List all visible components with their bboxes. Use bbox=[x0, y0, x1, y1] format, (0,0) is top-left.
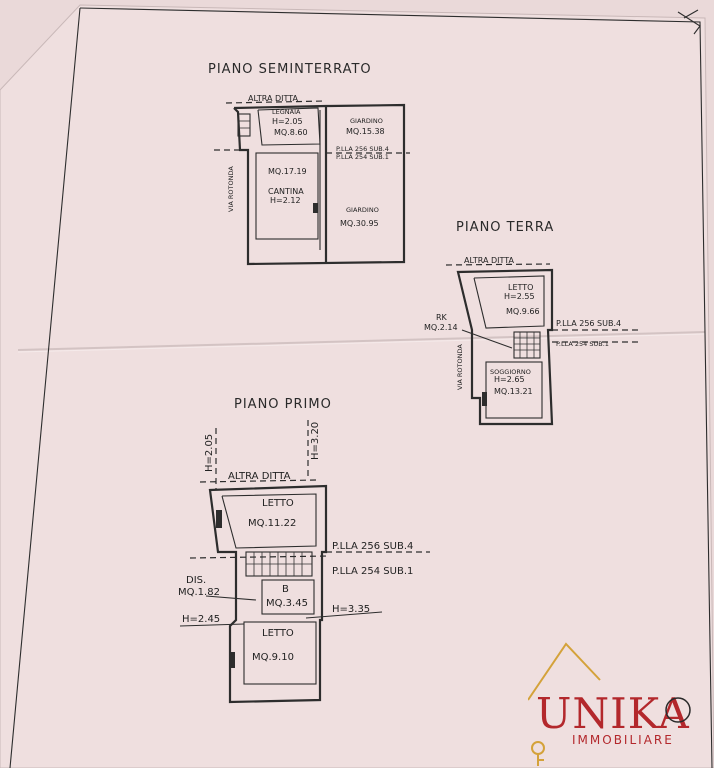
giardino-bottom-label: GIARDINO bbox=[346, 206, 379, 214]
first-letto-1-label: LETTO bbox=[262, 498, 294, 509]
logo-key-icon bbox=[531, 741, 545, 766]
legnaia-area: MQ.8.60 bbox=[274, 128, 308, 137]
stairs bbox=[513, 331, 541, 359]
rk-area: MQ.2.14 bbox=[424, 323, 458, 332]
paper-sheet bbox=[0, 4, 714, 768]
bathroom-label: B bbox=[282, 584, 289, 595]
logo-compass-icon bbox=[665, 697, 691, 723]
giardino-bottom-area: MQ.30.95 bbox=[340, 219, 379, 228]
ground-door-marker bbox=[482, 392, 487, 406]
legnaia-height: H=2.05 bbox=[272, 117, 303, 126]
dis-label: DIS. bbox=[186, 575, 206, 586]
ground-outline bbox=[456, 268, 554, 426]
cantina-label: CANTINA bbox=[268, 187, 304, 196]
first-title: PIANO PRIMO bbox=[234, 397, 332, 412]
first-h-left-top: H=2.05 bbox=[204, 434, 215, 472]
giardino-top-label: GIARDINO bbox=[350, 117, 383, 125]
basement-altra-ditta: ALTRA DITTA bbox=[248, 94, 298, 103]
first-plla-254: P.LLA 254 SUB.1 bbox=[332, 566, 413, 577]
soggiorno-label: SOGGIORNO bbox=[490, 368, 531, 376]
bathroom-room bbox=[261, 579, 315, 615]
logo-name: UNIKA bbox=[536, 689, 690, 738]
basement-plla-254: P.LLA 254 SUB.1 bbox=[336, 153, 389, 161]
legnaia-label: LEGNAIA bbox=[272, 108, 301, 116]
first-letto-1-area: MQ.11.22 bbox=[248, 518, 296, 529]
cantina-room bbox=[255, 152, 319, 240]
bathroom-area: MQ.3.45 bbox=[266, 598, 308, 609]
logo-roof-icon bbox=[528, 642, 601, 701]
ground-title: PIANO TERRA bbox=[456, 220, 554, 235]
ground-letto-label: LETTO bbox=[508, 283, 533, 292]
sheet-frame bbox=[79, 7, 713, 768]
first-window-marker-2 bbox=[230, 652, 235, 668]
soggiorno-room bbox=[485, 361, 543, 419]
basement-street-label: VIA ROTONDA bbox=[227, 166, 235, 212]
cantina-height: H=2.12 bbox=[270, 196, 301, 205]
ground-plan: PIANO TERRA ALTRA DITTA LETTO H=2.55 MQ.… bbox=[424, 220, 640, 426]
first-letto-2-label: LETTO bbox=[262, 628, 294, 639]
logo-subtitle: IMMOBILIARE bbox=[572, 733, 674, 747]
paper-fold bbox=[17, 331, 706, 351]
ground-street-label: VIA ROTONDA bbox=[456, 344, 464, 390]
dis-area: MQ.1.82 bbox=[178, 587, 220, 598]
first-letto-1-room bbox=[221, 493, 317, 549]
ground-plla-256: P.LLA 256 SUB.4 bbox=[556, 319, 621, 328]
ground-letto-area: MQ.9.66 bbox=[506, 307, 540, 316]
first-window-marker bbox=[216, 510, 222, 528]
ground-letto-room bbox=[473, 275, 545, 329]
ground-plla-254: P.LLA 254 SUB.1 bbox=[556, 340, 609, 348]
first-floor-plan: PIANO PRIMO H=2.05 H=3.20 ALTRA DITTA bbox=[178, 397, 430, 704]
door-marker bbox=[313, 203, 318, 213]
basement-plan: PIANO SEMINTERRATO ALTRA DITTA LEGNAIA H… bbox=[208, 62, 410, 266]
rk-label: RK bbox=[436, 313, 448, 322]
first-letto-2-area: MQ.9.10 bbox=[252, 652, 294, 663]
first-plla-256: P.LLA 256 SUB.4 bbox=[332, 541, 413, 552]
unika-logo: UNIKA IMMOBILIARE bbox=[528, 642, 691, 766]
ground-letto-height: H=2.55 bbox=[504, 292, 535, 301]
first-h-right-top: H=3.20 bbox=[310, 422, 321, 460]
ground-altra-ditta: ALTRA DITTA bbox=[464, 256, 514, 265]
corner-mark bbox=[677, 9, 701, 35]
soggiorno-height: H=2.65 bbox=[494, 375, 525, 384]
first-h-right-mid: H=3.35 bbox=[332, 604, 370, 615]
first-letto-2-room bbox=[243, 621, 317, 685]
rk-leader bbox=[461, 329, 513, 349]
basement-outline bbox=[233, 103, 406, 266]
first-h-left-mid: H=2.45 bbox=[182, 614, 220, 625]
cantina-area: MQ.17.19 bbox=[268, 167, 307, 176]
giardino-top-area: MQ.15.38 bbox=[346, 127, 385, 136]
basement-title: PIANO SEMINTERRATO bbox=[208, 62, 372, 77]
soggiorno-area: MQ.13.21 bbox=[494, 387, 533, 396]
first-altra-ditta: ALTRA DITTA bbox=[228, 471, 291, 482]
basement-plla-256: P.LLA 256 SUB.4 bbox=[336, 145, 389, 153]
